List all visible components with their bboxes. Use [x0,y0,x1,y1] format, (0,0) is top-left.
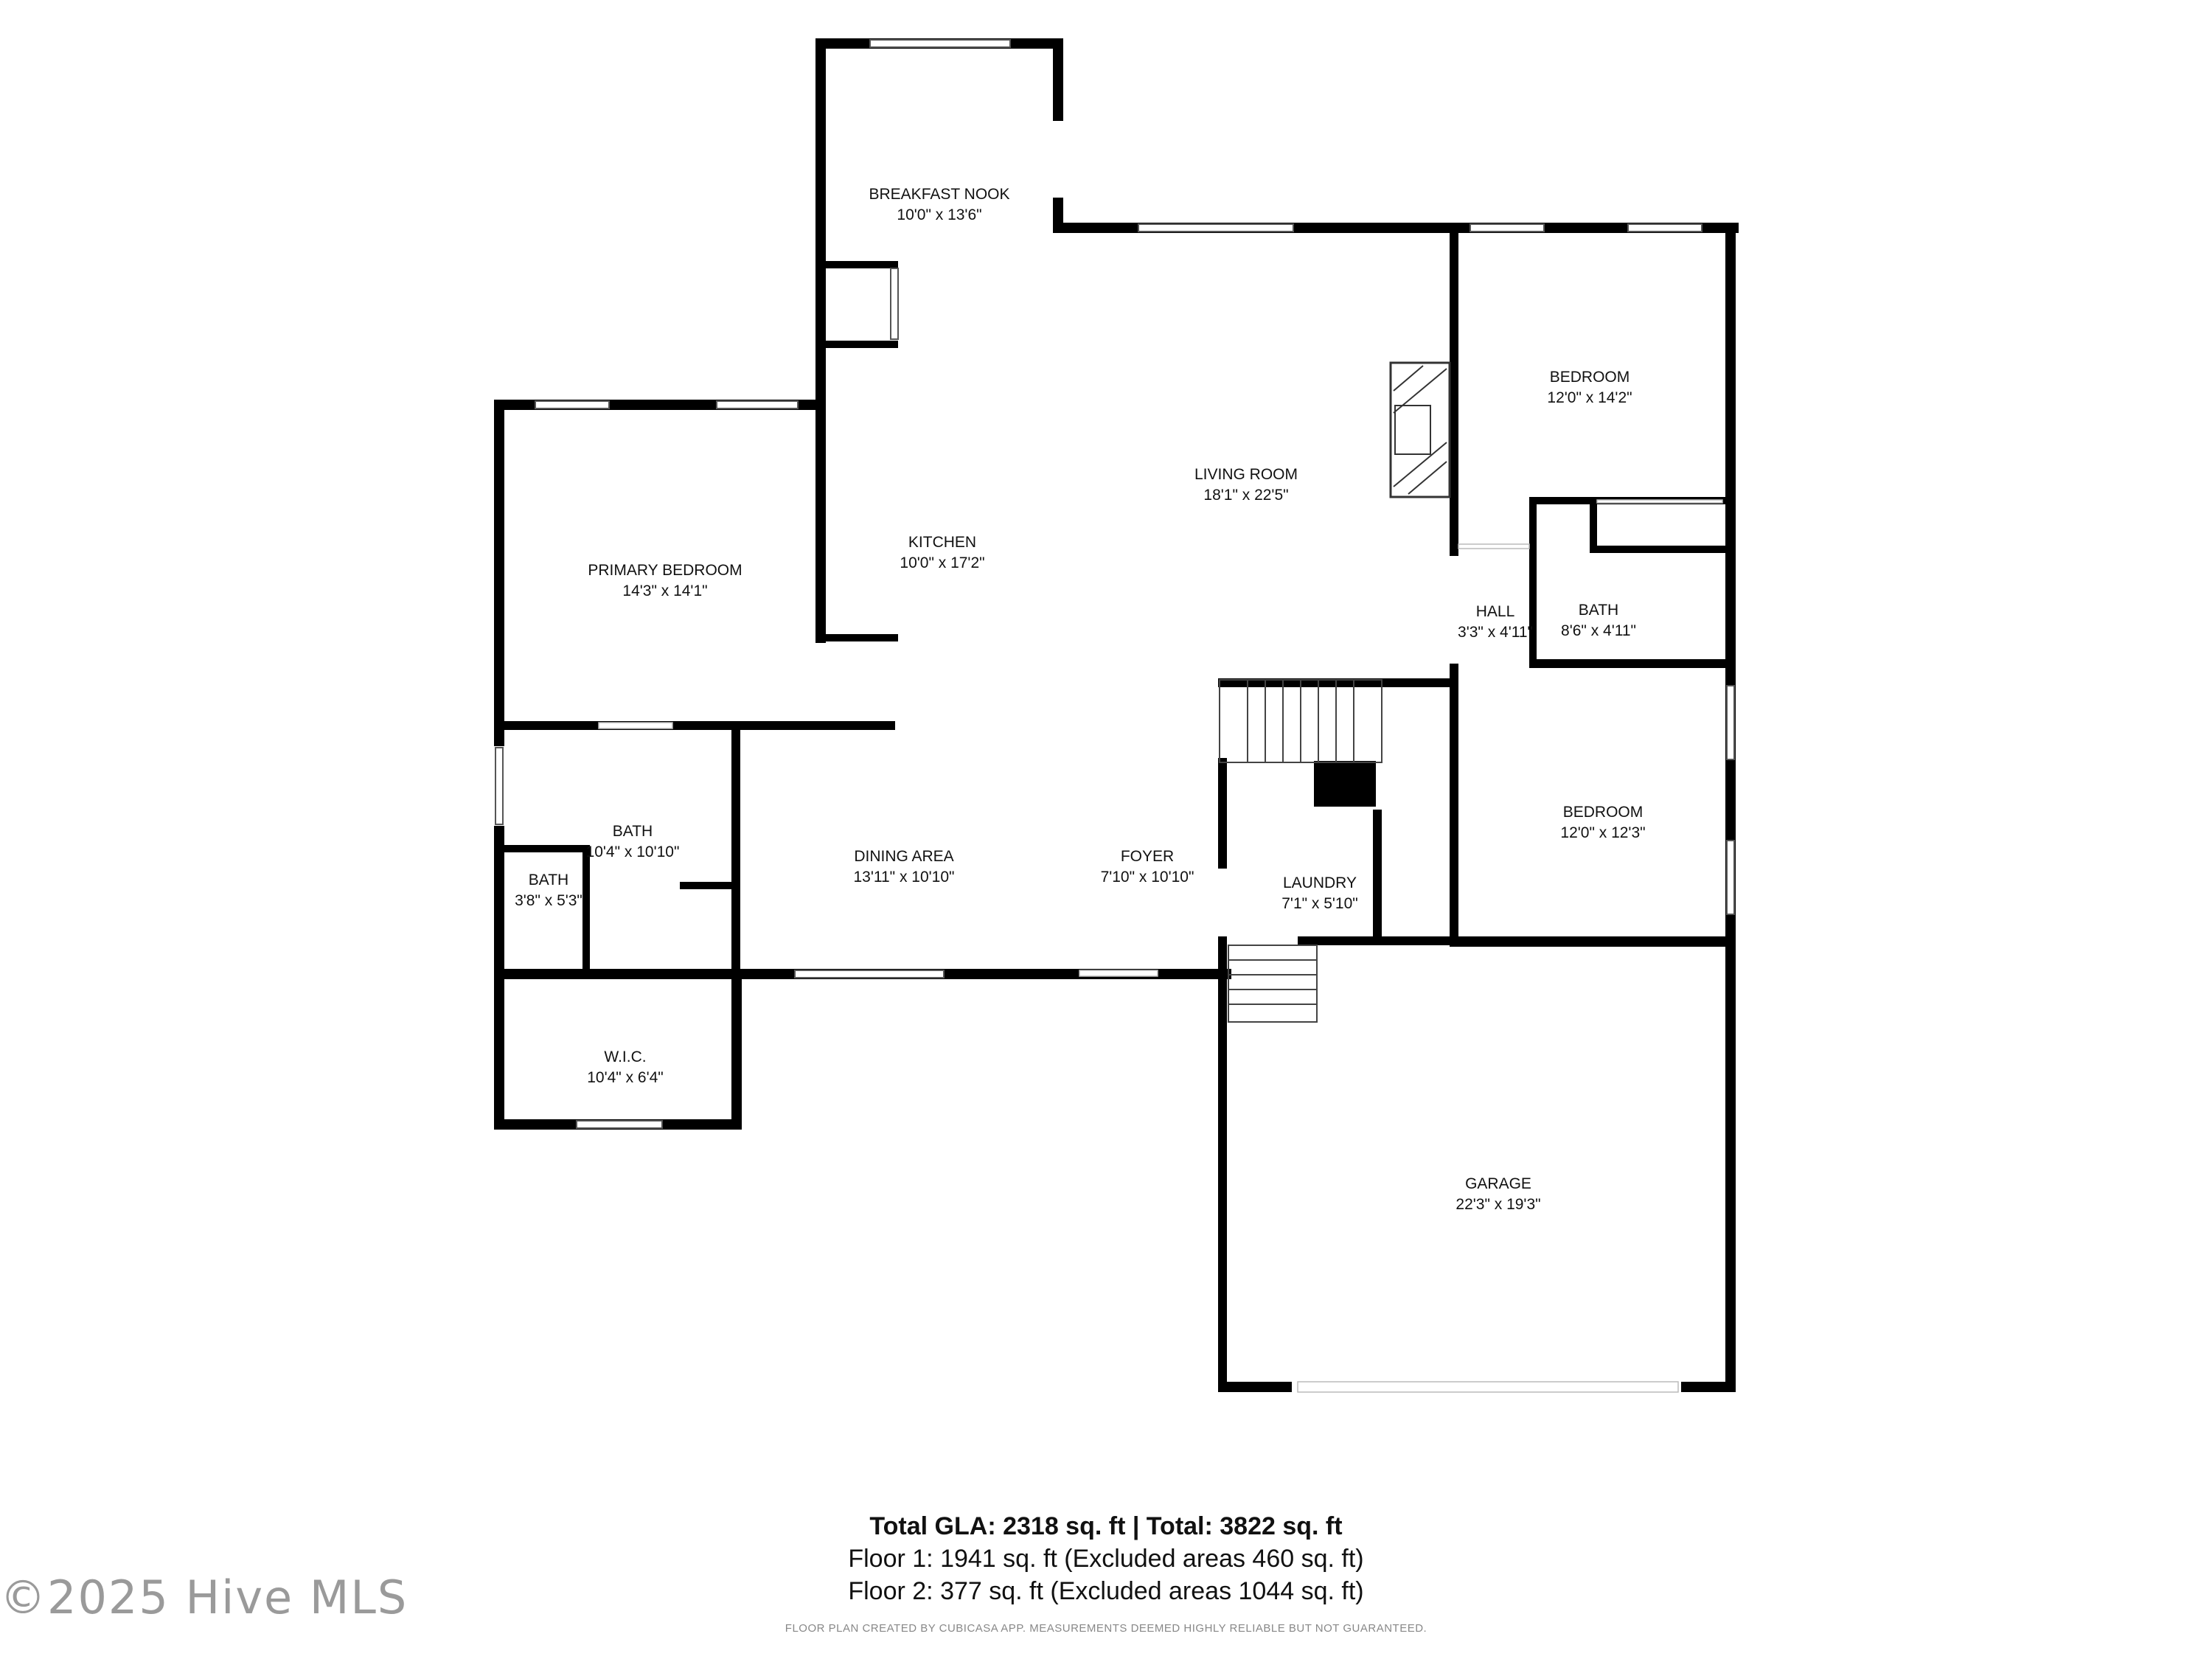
walls [494,38,1739,1392]
copyright-watermark: ©2025 Hive MLS [0,1571,408,1624]
room-kitchen-name: KITCHEN [908,534,976,551]
room-foyer-name: FOYER [1121,848,1174,865]
area-totals: Total GLA: 2318 sq. ft | Total: 3822 sq.… [0,1510,2212,1607]
room-bath-hall-name: BATH [1579,602,1618,619]
totals-floor-2: Floor 2: 377 sq. ft (Excluded areas 1044… [848,1577,1364,1605]
room-labels: BREAKFAST NOOK 10'0" x 13'6" LIVING ROOM… [515,186,1646,1213]
room-living-name: LIVING ROOM [1194,466,1298,483]
room-bedroom-2-dims: 12'0" x 12'3" [1560,824,1645,841]
room-bath-primary-dims: 10'4" x 10'10" [586,844,680,860]
room-kitchen-dims: 10'0" x 17'2" [900,554,984,571]
room-primary-bedroom-dims: 14'3" x 14'1" [622,582,707,599]
room-garage-dims: 22'3" x 19'3" [1455,1196,1540,1213]
room-wic-dims: 10'4" x 6'4" [587,1069,664,1086]
room-breakfast-nook-name: BREAKFAST NOOK [869,186,1010,203]
room-bath-hall-dims: 8'6" x 4'11" [1561,622,1636,639]
room-bath-small-name: BATH [529,872,568,888]
room-garage-name: GARAGE [1465,1175,1531,1192]
room-hall-dims: 3'3" x 4'11" [1458,624,1533,641]
room-foyer-dims: 7'10" x 10'10" [1101,869,1194,886]
disclaimer-footnote: FLOOR PLAN CREATED BY CUBICASA APP. MEAS… [785,1622,1427,1635]
room-laundry-dims: 7'1" x 5'10" [1281,895,1358,912]
totals-main: Total GLA: 2318 sq. ft | Total: 3822 sq.… [869,1512,1343,1540]
totals-floor-1: Floor 1: 1941 sq. ft (Excluded areas 460… [848,1545,1364,1573]
room-wic-name: W.I.C. [604,1048,646,1065]
room-living-dims: 18'1" x 22'5" [1203,487,1288,504]
room-primary-bedroom-name: PRIMARY BEDROOM [588,562,742,579]
room-bath-primary-name: BATH [613,823,653,840]
room-bath-small-dims: 3'8" x 5'3" [515,892,582,909]
room-dining-name: DINING AREA [854,848,953,865]
windows [495,39,1735,1129]
staircase [1219,679,1382,1023]
fireplace [1389,361,1451,498]
room-bedroom-1-name: BEDROOM [1550,369,1630,386]
room-hall-name: HALL [1476,603,1515,620]
room-laundry-name: LAUNDRY [1283,874,1357,891]
room-bedroom-2-name: BEDROOM [1563,804,1644,821]
room-breakfast-nook-dims: 10'0" x 13'6" [897,206,981,223]
doors [598,499,1723,1393]
room-bedroom-1-dims: 12'0" x 14'2" [1547,389,1632,406]
room-dining-dims: 13'11" x 10'10" [854,869,955,886]
